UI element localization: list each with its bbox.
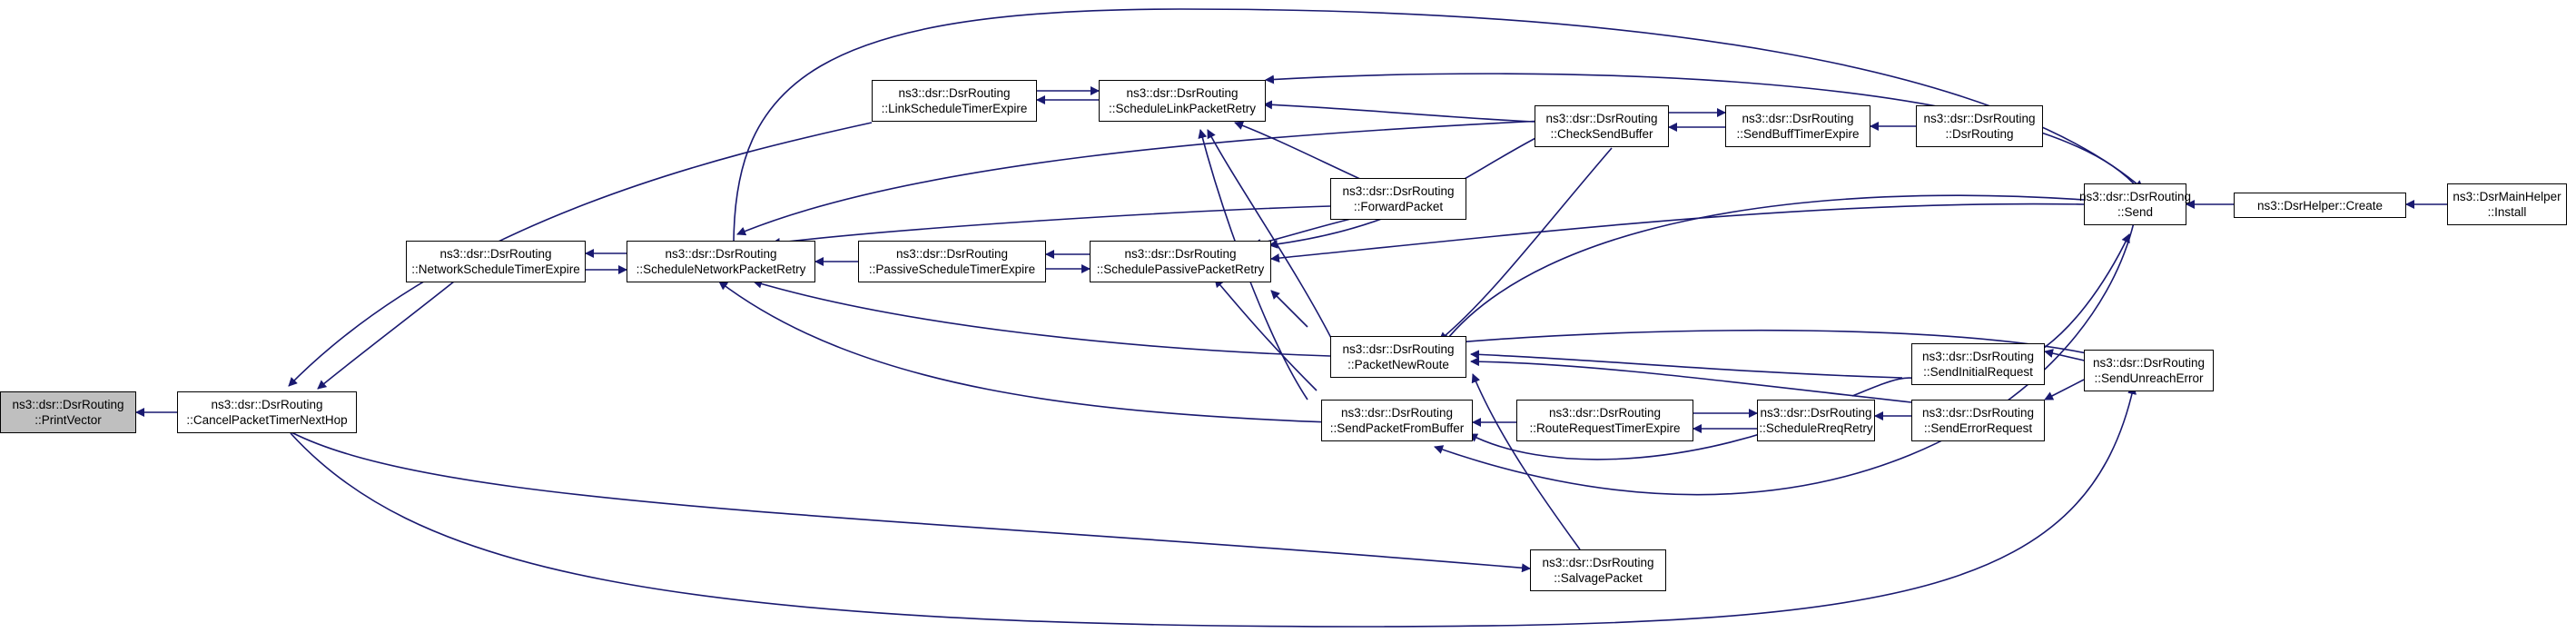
node-linkscheduletimerexpire-line1: ns3::dsr::DsrRouting <box>898 86 1011 100</box>
node-schedulenetworkpacketretry-line2: ::ScheduleNetworkPacketRetry <box>636 262 806 276</box>
node-senderrorrequest-line1: ns3::dsr::DsrRouting <box>1921 406 2035 420</box>
node-cancelpackettimernexthop-line1: ns3::dsr::DsrRouting <box>211 398 323 411</box>
node-dsrrouting-line2: ::DsrRouting <box>1945 127 2014 141</box>
edge-sendunreach-to-sendinitial <box>2044 349 2089 362</box>
node-send[interactable]: ns3::dsr::DsrRouting ::Send <box>2079 183 2191 225</box>
edge-schedulereqretry-to-sendpacket <box>1468 417 1808 460</box>
node-schedulenetworkpacketretry-line1: ns3::dsr::DsrRouting <box>665 247 777 261</box>
node-salvagepacket[interactable]: ns3::dsr::DsrRouting ::SalvagePacket <box>1530 549 1666 591</box>
node-checksendbuffer-line2: ::CheckSendBuffer <box>1550 127 1653 141</box>
edge-sendinitial-to-send <box>2026 233 2130 360</box>
node-dsrmainhelperinstall[interactable]: ns3::DsrMainHelper ::Install <box>2447 183 2567 225</box>
node-routerequesttimerexpire[interactable]: ns3::dsr::DsrRouting ::RouteRequestTimer… <box>1516 400 1693 441</box>
node-cancelpackettimernexthop[interactable]: ns3::dsr::DsrRouting ::CancelPacketTimer… <box>177 391 357 433</box>
node-sendinitialrequest[interactable]: ns3::dsr::DsrRouting ::SendInitialReques… <box>1911 343 2045 385</box>
node-checksendbuffer-line1: ns3::dsr::DsrRouting <box>1545 112 1658 125</box>
node-packetnewroute[interactable]: ns3::dsr::DsrRouting ::PacketNewRoute <box>1330 336 1466 378</box>
node-send-line1: ns3::dsr::DsrRouting <box>2078 190 2192 203</box>
node-networkscheduletimerexpire[interactable]: ns3::dsr::DsrRouting ::NetworkScheduleTi… <box>406 241 586 282</box>
node-senderrorrequest-line2: ::SendErrorRequest <box>1923 421 2033 435</box>
node-schedulepassivepacketretry[interactable]: ns3::dsr::DsrRouting ::SchedulePassivePa… <box>1090 241 1271 282</box>
node-printvector-line1: ns3::dsr::DsrRouting <box>12 398 124 411</box>
node-forwardpacket-line2: ::ForwardPacket <box>1353 200 1444 213</box>
node-schedulelinkpacketretry-line1: ns3::dsr::DsrRouting <box>1126 86 1239 100</box>
node-schedulereqretry-line2: ::ScheduleRreqRetry <box>1759 421 1873 435</box>
edge-checksend-to-schedulelink <box>1263 100 1535 123</box>
node-dsrmainhelperinstall-line2: ::Install <box>2487 205 2527 219</box>
node-schedulereqretry-line1: ns3::dsr::DsrRouting <box>1760 406 1872 420</box>
edge-senderror-to-packetnewroute <box>1470 357 1912 403</box>
node-sendbufftimerexpire[interactable]: ns3::dsr::DsrRouting ::SendBuffTimerExpi… <box>1725 105 1870 147</box>
node-passivescheduletimerexpire-line1: ns3::dsr::DsrRouting <box>895 247 1009 261</box>
edge-cancel-to-sendunreach <box>290 385 2137 628</box>
edge-group <box>135 8 2447 628</box>
node-forwardpacket-line1: ns3::dsr::DsrRouting <box>1342 184 1455 198</box>
node-passivescheduletimerexpire-line2: ::PassiveScheduleTimerExpire <box>868 262 1036 276</box>
edge-sendpacket-to-schedulepassive <box>1214 278 1318 391</box>
node-linkscheduletimerexpire[interactable]: ns3::dsr::DsrRouting ::LinkScheduleTimer… <box>872 80 1037 122</box>
node-dsrrouting[interactable]: ns3::dsr::DsrRouting ::DsrRouting <box>1916 105 2043 147</box>
node-schedulereqretry[interactable]: ns3::dsr::DsrRouting ::ScheduleRreqRetry <box>1757 400 1875 441</box>
node-dsrrouting-line1: ns3::dsr::DsrRouting <box>1923 112 2036 125</box>
node-sendbufftimerexpire-line2: ::SendBuffTimerExpire <box>1736 127 1860 141</box>
node-dsrmainhelperinstall-line1: ns3::DsrMainHelper <box>2453 190 2561 203</box>
node-passivescheduletimerexpire[interactable]: ns3::dsr::DsrRouting ::PassiveScheduleTi… <box>858 241 1046 282</box>
edge-checksend-to-schedulenetwork <box>736 120 1545 236</box>
node-schedulelinkpacketretry-line2: ::ScheduleLinkPacketRetry <box>1108 102 1257 115</box>
node-sendpacketfrombuffer-line1: ns3::dsr::DsrRouting <box>1340 406 1454 420</box>
edge-schedulenetwork-to-cancel <box>733 8 2144 247</box>
node-routerequesttimerexpire-line2: ::RouteRequestTimerExpire <box>1529 421 1681 435</box>
edge-send-to-sendpacket <box>1434 222 2135 496</box>
edge-sendunreach-to-packetnewroute <box>1445 329 2144 369</box>
node-dsrhelpercreate-line1: ns3::DsrHelper::Create <box>2256 198 2384 213</box>
node-sendinitialrequest-line2: ::SendInitialRequest <box>1923 365 2033 379</box>
node-dsrhelpercreate[interactable]: ns3::DsrHelper::Create <box>2234 193 2406 218</box>
node-printvector: ns3::dsr::DsrRouting ::PrintVector <box>0 391 136 433</box>
node-schedulelinkpacketretry[interactable]: ns3::dsr::DsrRouting ::ScheduleLinkPacke… <box>1099 80 1266 122</box>
node-sendunreacherror-line2: ::SendUnreachError <box>2094 371 2204 385</box>
node-printvector-line2: ::PrintVector <box>35 413 102 427</box>
node-sendpacketfrombuffer[interactable]: ns3::dsr::DsrRouting ::SendPacketFromBuf… <box>1321 400 1473 441</box>
edge-sendpacket-to-schedulenetwork <box>718 281 1331 423</box>
edge-forward-to-schedulelink <box>1234 121 1363 181</box>
node-schedulenetworkpacketretry[interactable]: ns3::dsr::DsrRouting ::ScheduleNetworkPa… <box>627 241 815 282</box>
node-sendpacketfrombuffer-line2: ::SendPacketFromBuffer <box>1329 421 1465 435</box>
node-linkscheduletimerexpire-line2: ::LinkScheduleTimerExpire <box>881 102 1028 115</box>
edge-checksend-to-packetnewroute <box>1438 147 1613 341</box>
edge-packetnewroute-to-schedulenetwork <box>753 279 1331 357</box>
edge-packetnewroute-to-schedulelink <box>1207 129 1336 346</box>
node-packetnewroute-line1: ns3::dsr::DsrRouting <box>1342 342 1455 356</box>
edge-sendunreach-to-senderror <box>2044 379 2085 401</box>
node-checksendbuffer[interactable]: ns3::dsr::DsrRouting ::CheckSendBuffer <box>1535 105 1669 147</box>
node-sendunreacherror[interactable]: ns3::dsr::DsrRouting ::SendUnreachError <box>2084 350 2214 391</box>
node-send-line2: ::Send <box>2117 205 2154 219</box>
node-networkscheduletimerexpire-line2: ::NetworkScheduleTimerExpire <box>411 262 580 276</box>
node-sendinitialrequest-line1: ns3::dsr::DsrRouting <box>1921 350 2035 363</box>
node-cancelpackettimernexthop-line2: ::CancelPacketTimerNextHop <box>186 413 348 427</box>
node-salvagepacket-line2: ::SalvagePacket <box>1554 571 1643 585</box>
edge-forward-to-schedulenetwork <box>771 205 1331 247</box>
node-routerequesttimerexpire-line1: ns3::dsr::DsrRouting <box>1548 406 1662 420</box>
edge-send-to-schedulelink <box>1265 73 2139 190</box>
edge-salvage-to-packetnewroute <box>1471 373 1581 550</box>
edge-packetnewroute-to-schedulepassive <box>1270 290 1308 328</box>
node-packetnewroute-line2: ::PacketNewRoute <box>1347 358 1449 371</box>
node-sendbufftimerexpire-line1: ns3::dsr::DsrRouting <box>1742 112 1854 125</box>
edge-network-to-cancel <box>317 277 459 390</box>
edge-send-to-schedulepassive <box>1270 203 2085 263</box>
edge-send-to-packetnewroute <box>1443 194 2085 344</box>
node-schedulepassivepacketretry-line2: ::SchedulePassivePacketRetry <box>1096 262 1265 276</box>
edge-sendinitial-to-packetnewroute <box>1470 350 1903 379</box>
node-senderrorrequest[interactable]: ns3::dsr::DsrRouting ::SendErrorRequest <box>1911 400 2045 441</box>
node-salvagepacket-line1: ns3::dsr::DsrRouting <box>1542 556 1654 569</box>
edge-cancel-to-salvage <box>255 408 1531 573</box>
node-schedulepassivepacketretry-line1: ns3::dsr::DsrRouting <box>1124 247 1237 261</box>
node-forwardpacket[interactable]: ns3::dsr::DsrRouting ::ForwardPacket <box>1330 178 1466 220</box>
edge-link-to-cancel <box>288 122 873 387</box>
node-networkscheduletimerexpire-line1: ns3::dsr::DsrRouting <box>439 247 552 261</box>
node-sendunreacherror-line1: ns3::dsr::DsrRouting <box>2092 356 2206 370</box>
